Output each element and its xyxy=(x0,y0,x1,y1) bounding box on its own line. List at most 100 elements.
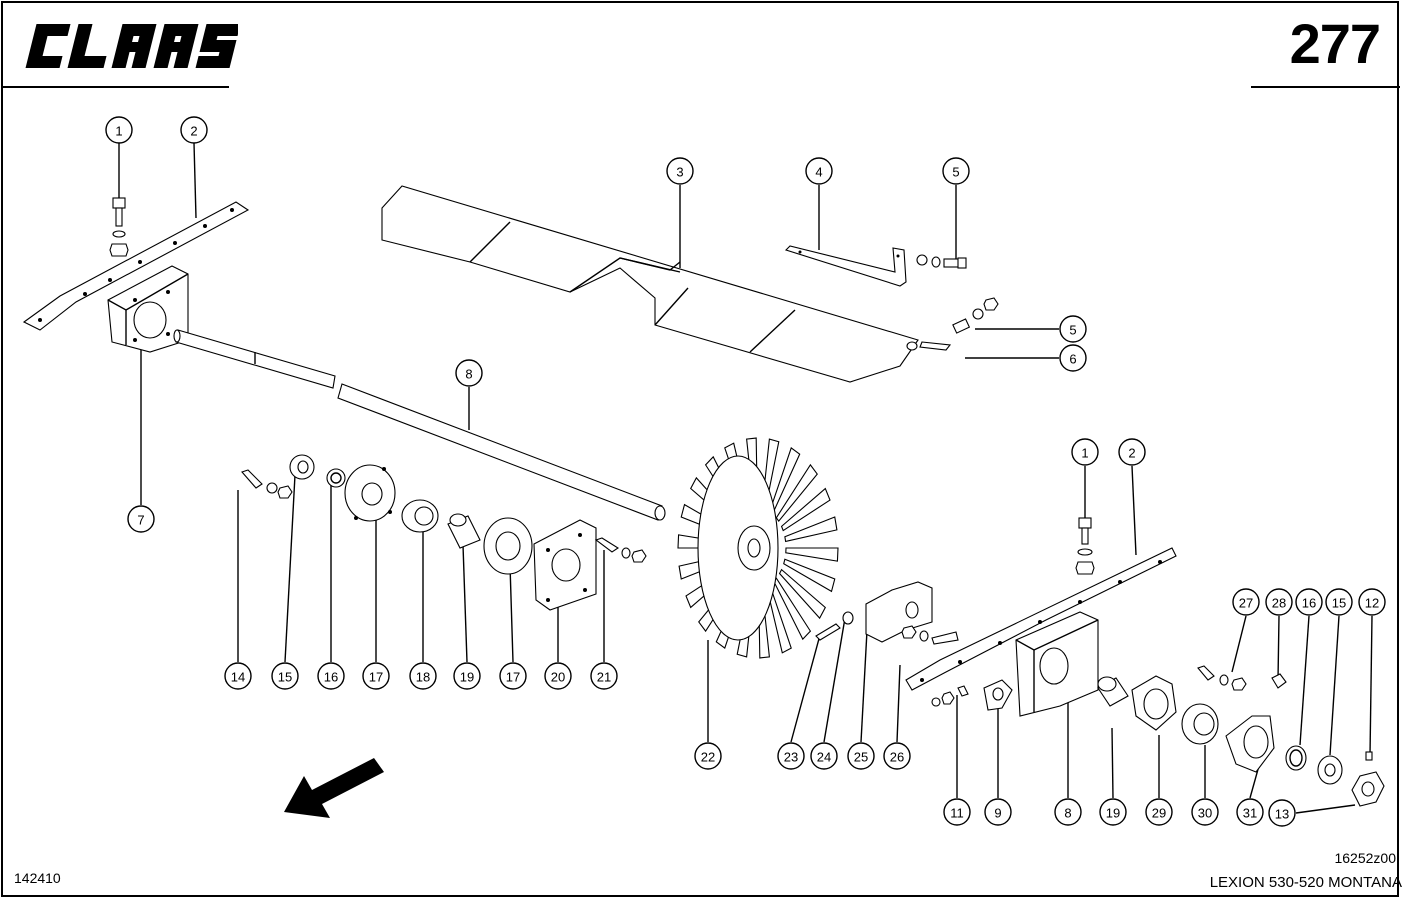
bearing-bracket-right xyxy=(1015,611,1099,717)
svg-text:20: 20 xyxy=(551,670,565,685)
svg-text:11: 11 xyxy=(950,806,964,821)
svg-text:29: 29 xyxy=(1152,806,1166,821)
model-name: LEXION 530-520 MONTANA xyxy=(1209,874,1402,891)
drawing-code: 16252z00 xyxy=(1334,850,1396,866)
leader-lines xyxy=(118,142,1373,814)
svg-text:1: 1 xyxy=(115,124,122,139)
callout-14: 14 xyxy=(224,662,252,690)
svg-text:22: 22 xyxy=(701,750,715,765)
svg-text:8: 8 xyxy=(465,367,472,382)
callout-18: 18 xyxy=(409,662,437,690)
svg-text:14: 14 xyxy=(231,670,245,685)
callout-13: 13 xyxy=(1268,799,1296,827)
svg-text:3: 3 xyxy=(676,165,683,180)
header-rule-right xyxy=(1251,86,1400,88)
svg-text:9: 9 xyxy=(994,806,1001,821)
svg-text:4: 4 xyxy=(815,165,822,180)
callout-1: 1 xyxy=(105,116,133,144)
callout-26: 26 xyxy=(883,742,911,770)
callout-8: 8 xyxy=(455,359,483,387)
bolt-right xyxy=(1075,517,1095,575)
drive-shaft xyxy=(173,329,666,521)
callout-28: 28 xyxy=(1265,588,1293,616)
bolt-left xyxy=(109,197,129,257)
svg-text:28: 28 xyxy=(1272,596,1286,611)
svg-text:16: 16 xyxy=(324,670,338,685)
cover-bracket xyxy=(784,245,907,287)
callout-8: 8 xyxy=(1054,798,1082,826)
svg-text:31: 31 xyxy=(1243,806,1257,821)
screw-set-top xyxy=(916,254,967,269)
callout-3: 3 xyxy=(666,157,694,185)
callout-19: 19 xyxy=(1099,798,1127,826)
callout-15: 15 xyxy=(271,662,299,690)
svg-text:5: 5 xyxy=(952,165,959,180)
svg-text:15: 15 xyxy=(278,670,292,685)
callout-30: 30 xyxy=(1191,798,1219,826)
callout-31: 31 xyxy=(1236,798,1264,826)
callout-4: 4 xyxy=(805,157,833,185)
callout-22: 22 xyxy=(694,742,722,770)
svg-text:25: 25 xyxy=(854,750,868,765)
svg-text:6: 6 xyxy=(1069,352,1076,367)
callout-2: 2 xyxy=(180,116,208,144)
claas-logo xyxy=(25,24,238,68)
svg-text:2: 2 xyxy=(190,124,197,139)
svg-text:21: 21 xyxy=(597,670,611,685)
svg-text:16: 16 xyxy=(1302,596,1316,611)
svg-text:19: 19 xyxy=(1106,806,1120,821)
callout-29: 29 xyxy=(1145,798,1173,826)
callout-23: 23 xyxy=(777,742,805,770)
callout-20: 20 xyxy=(544,662,572,690)
svg-text:17: 17 xyxy=(369,670,383,685)
svg-text:12: 12 xyxy=(1365,596,1379,611)
callout-5: 5 xyxy=(1059,315,1087,343)
svg-text:13: 13 xyxy=(1275,807,1289,822)
fixing-strip-right xyxy=(905,547,1177,691)
svg-text:19: 19 xyxy=(460,670,474,685)
svg-text:1: 1 xyxy=(1081,446,1088,461)
callout-16: 16 xyxy=(1295,588,1323,616)
callout-6: 6 xyxy=(1059,344,1087,372)
callout-9: 9 xyxy=(984,798,1012,826)
callout-27: 27 xyxy=(1232,588,1260,616)
svg-text:5: 5 xyxy=(1069,323,1076,338)
callout-15: 15 xyxy=(1325,588,1353,616)
callout-25: 25 xyxy=(847,742,875,770)
svg-text:17: 17 xyxy=(506,670,520,685)
svg-text:15: 15 xyxy=(1332,596,1346,611)
right-bearing-group xyxy=(931,665,1385,807)
callout-1: 1 xyxy=(1071,438,1099,466)
callout-21: 21 xyxy=(590,662,618,690)
svg-text:23: 23 xyxy=(784,750,798,765)
header-rule-left xyxy=(3,86,229,88)
callout-17: 17 xyxy=(362,662,390,690)
svg-text:30: 30 xyxy=(1198,806,1212,821)
callout-2: 2 xyxy=(1118,438,1146,466)
svg-text:2: 2 xyxy=(1128,446,1135,461)
direction-arrow xyxy=(284,758,384,818)
fan-wheel xyxy=(677,437,839,659)
callout-24: 24 xyxy=(810,742,838,770)
callout-5: 5 xyxy=(942,157,970,185)
callout-7: 7 xyxy=(127,505,155,533)
callout-19: 19 xyxy=(453,662,481,690)
svg-text:8: 8 xyxy=(1064,806,1071,821)
callout-11: 11 xyxy=(943,798,971,826)
svg-text:27: 27 xyxy=(1239,596,1253,611)
svg-text:26: 26 xyxy=(890,750,904,765)
center-parts xyxy=(815,581,959,645)
callout-17: 17 xyxy=(499,662,527,690)
fixing-strip-left xyxy=(22,201,250,331)
left-bearing-group xyxy=(241,454,647,611)
page-number: 277 xyxy=(1289,12,1381,75)
document-code: 142410 xyxy=(14,870,61,886)
svg-text:7: 7 xyxy=(137,513,144,528)
bearing-bracket-left xyxy=(107,265,189,353)
cover-plate xyxy=(381,185,919,383)
svg-text:18: 18 xyxy=(416,670,430,685)
